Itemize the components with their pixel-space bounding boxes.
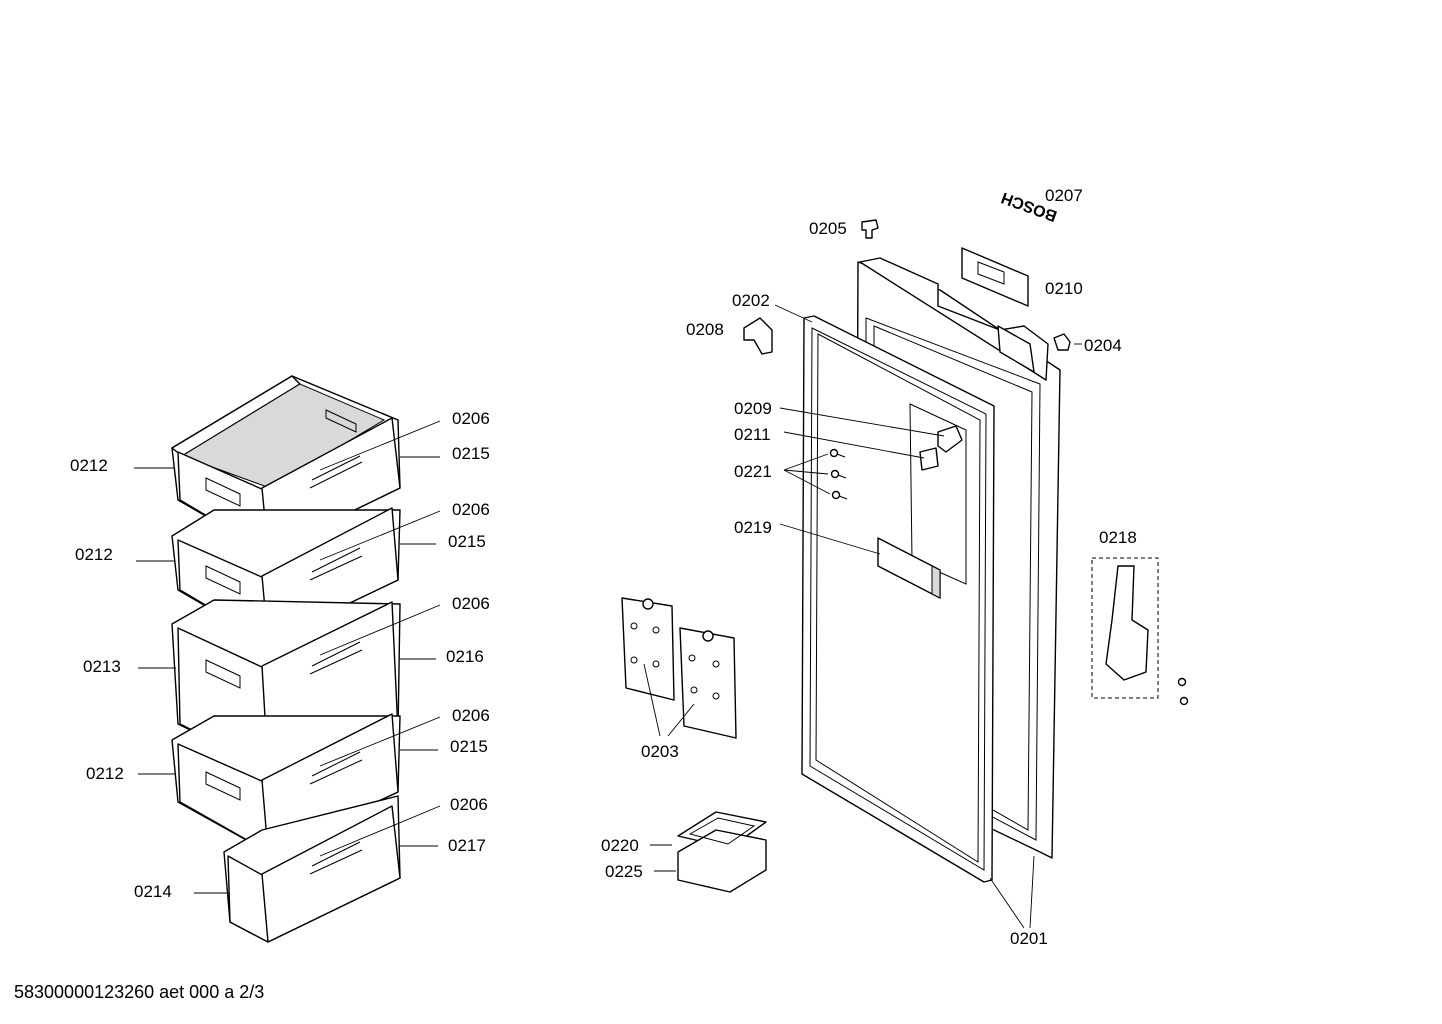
part-0205 <box>861 219 879 239</box>
part-0204 <box>1053 333 1071 351</box>
label-0212-drawer-4: 0212 <box>86 764 124 783</box>
label-0204: 0204 <box>1084 336 1122 355</box>
part-0211 <box>919 447 939 471</box>
label-0201: 0201 <box>1010 929 1048 948</box>
door-leader-lines <box>643 304 1082 929</box>
label-0211: 0211 <box>734 425 771 444</box>
label-0202: 0202 <box>732 291 770 310</box>
door-inner-plate <box>909 403 967 585</box>
door-gasket <box>801 315 995 883</box>
label-0220: 0220 <box>601 836 639 855</box>
label-0206-drawer-3: 0206 <box>452 594 490 613</box>
label-0212-drawer-1: 0212 <box>70 456 108 475</box>
label-0206-drawer-5: 0206 <box>450 795 488 814</box>
drawer-5 <box>223 795 401 943</box>
label-0206-drawer-2: 0206 <box>452 500 490 519</box>
part-0209 <box>937 425 963 453</box>
ice-packs-0203 <box>621 597 737 739</box>
label-0212-drawer-2: 0212 <box>75 545 113 564</box>
drawing-id: 58300000123260 aet 000 a 2/3 <box>14 982 264 1002</box>
ice-tray-0220-0225 <box>677 811 767 893</box>
label-0207: 0207 <box>1045 186 1083 205</box>
part-0208 <box>743 317 773 355</box>
label-0225: 0225 <box>605 862 643 881</box>
label-0218: 0218 <box>1099 528 1137 547</box>
label-0215-drawer-4: 0215 <box>450 737 488 756</box>
label-0216-drawer-3: 0216 <box>446 647 484 666</box>
label-0209: 0209 <box>734 399 772 418</box>
label-0215-drawer-2: 0215 <box>448 532 486 551</box>
label-0217-drawer-5: 0217 <box>448 836 486 855</box>
bar-0219 <box>877 537 941 599</box>
label-0206-drawer-4: 0206 <box>452 706 490 725</box>
drawer-leader-lines <box>134 420 441 894</box>
label-0215-drawer-1: 0215 <box>452 444 490 463</box>
label-0203: 0203 <box>641 742 679 761</box>
label-0206-drawer-1: 0206 <box>452 409 490 428</box>
screws-0221 <box>829 448 848 500</box>
hinge-0218 <box>1091 557 1189 706</box>
label-0213-drawer-3: 0213 <box>83 657 121 676</box>
door-assembly: BOSCH <box>601 186 1189 948</box>
drawer-4 <box>171 713 401 853</box>
label-0221: 0221 <box>734 462 772 481</box>
label-0205: 0205 <box>809 219 847 238</box>
label-0214-drawer-5: 0214 <box>134 882 172 901</box>
drawer-stack: 0206 0212 0215 0206 0212 0215 0206 0213 … <box>70 375 490 943</box>
label-0219: 0219 <box>734 518 772 537</box>
drawer-1 <box>171 375 401 553</box>
part-0210 <box>961 247 1029 307</box>
label-0210: 0210 <box>1045 279 1083 298</box>
label-0208: 0208 <box>686 320 724 339</box>
